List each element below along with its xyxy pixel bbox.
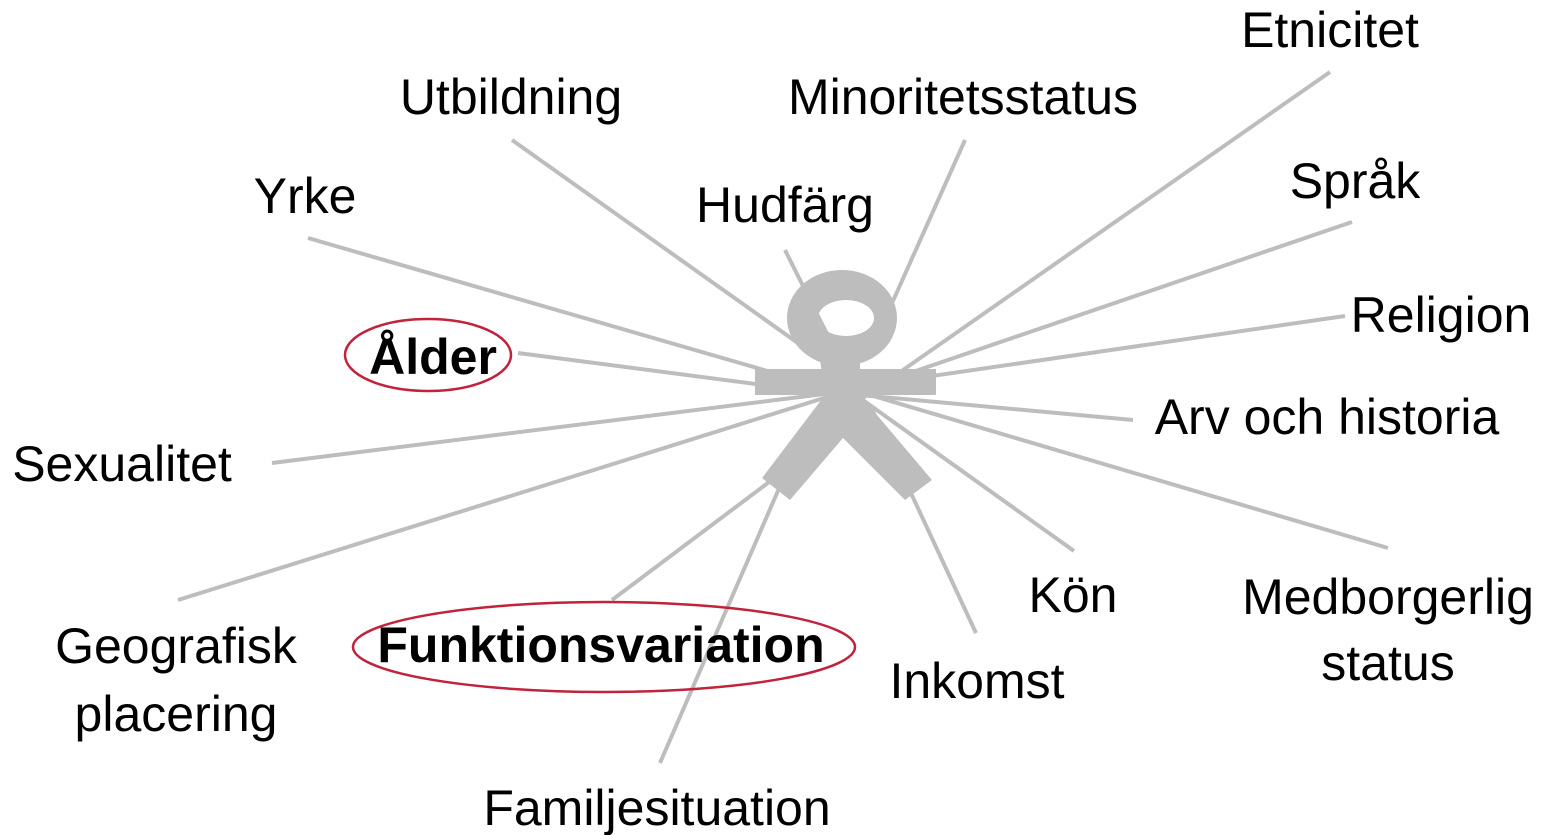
figure-head-ring — [786, 269, 897, 367]
spoke-yrke — [307, 236, 841, 394]
spoke-minoritetsstatus — [878, 139, 967, 331]
spoke-arv-och-historia — [859, 393, 1134, 422]
label-geografisk-line2: placering — [75, 686, 278, 742]
label-medborgerlig-line1: Medborgerlig — [1242, 569, 1534, 625]
spoke-etnicitet — [858, 70, 1332, 402]
figure-body — [762, 346, 932, 500]
labels: Etnicitet Utbildning Minoritetsstatus Yr… — [12, 2, 1534, 835]
label-geografisk-line1: Geografisk — [55, 618, 298, 674]
label-inkomst: Inkomst — [889, 653, 1064, 709]
person-figure — [755, 269, 936, 500]
label-medborgerlig-line2: status — [1321, 635, 1454, 691]
spoke-familjesituation — [658, 439, 802, 764]
highlight-ellipses — [343, 317, 857, 694]
label-arv-och-historia: Arv och historia — [1155, 389, 1500, 445]
label-hudfarg: Hudfärg — [696, 177, 874, 233]
spoke-sexualitet — [271, 390, 841, 465]
alder-highlight — [343, 317, 513, 393]
label-familjesituation: Familjesituation — [483, 780, 830, 835]
label-utbildning: Utbildning — [400, 69, 622, 125]
label-kon: Kön — [1029, 567, 1118, 623]
spoke-kon — [858, 396, 1076, 553]
label-religion: Religion — [1351, 287, 1532, 343]
label-yrke: Yrke — [254, 168, 357, 224]
spoke-medborgerlig-status — [869, 393, 1389, 550]
label-sexualitet: Sexualitet — [12, 436, 232, 492]
spoke-sprak — [859, 220, 1353, 392]
label-funktionsvariation: Funktionsvariation — [377, 617, 824, 673]
spoke-religion — [869, 314, 1346, 387]
label-etnicitet: Etnicitet — [1241, 2, 1419, 58]
spoke-geografisk-placering — [177, 391, 841, 602]
label-minoritetsstatus: Minoritetsstatus — [788, 69, 1138, 125]
funktionsvariation-highlight — [351, 600, 857, 694]
label-sprak: Språk — [1290, 153, 1422, 209]
label-alder: Ålder — [369, 329, 497, 385]
